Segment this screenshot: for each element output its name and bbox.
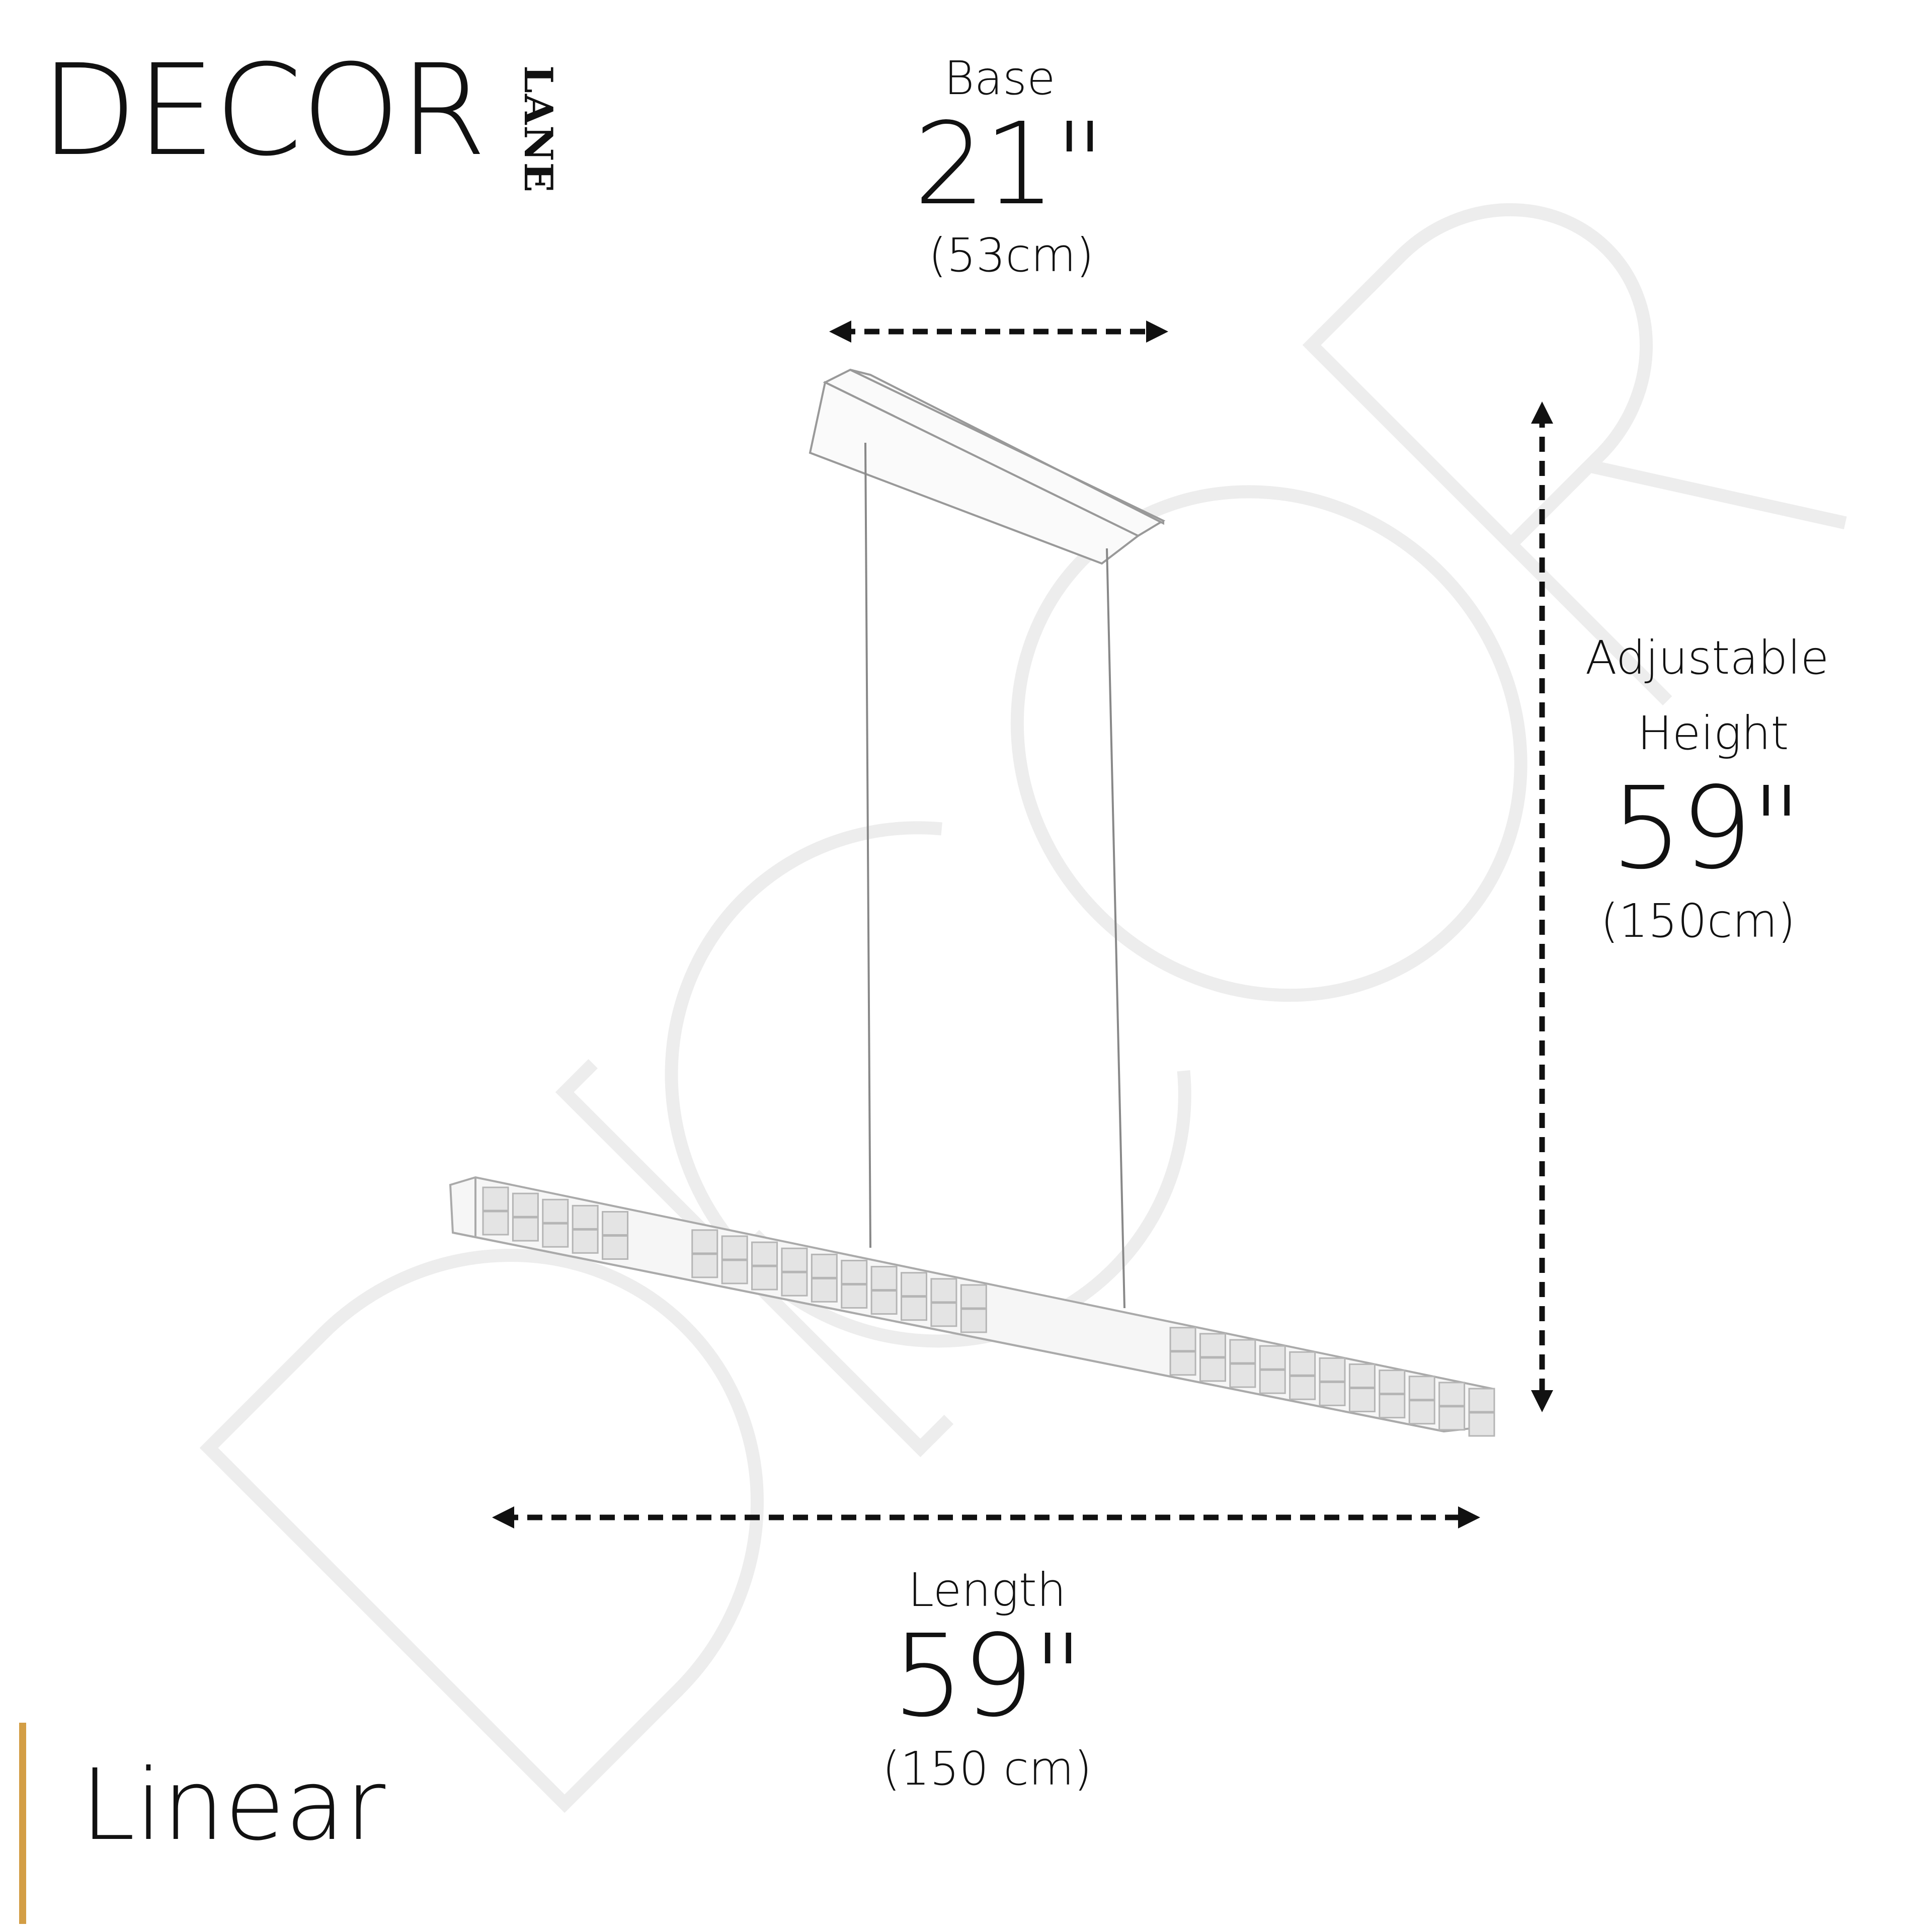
- crystal-tile: [602, 1235, 629, 1260]
- category-title: Linear: [80, 1748, 386, 1862]
- crystal-tile: [781, 1271, 808, 1297]
- crystal-tile: [1289, 1375, 1316, 1400]
- crystal-tile: [542, 1198, 569, 1224]
- crystal-tile: [691, 1229, 718, 1254]
- crystal-tile: [512, 1192, 539, 1218]
- crystal-tile: [751, 1241, 778, 1266]
- crystal-tile: [811, 1253, 838, 1278]
- crystal-tile: [960, 1308, 987, 1333]
- watermark-letter-o: [1010, 485, 1527, 1002]
- watermark-letter-r: [1302, 203, 1847, 706]
- crystal-tile: [1348, 1363, 1376, 1389]
- crystal-tile: [960, 1284, 987, 1309]
- crystal-tile: [1229, 1339, 1256, 1364]
- crystal-tile: [751, 1265, 778, 1291]
- height-metric: (150cm): [1600, 894, 1796, 948]
- crystal-tile: [482, 1186, 509, 1212]
- crystal-tile: [721, 1235, 748, 1260]
- crystal-tile: [1468, 1412, 1495, 1437]
- crystal-tile: [870, 1290, 898, 1315]
- crystal-tile: [930, 1302, 957, 1327]
- crystal-tile: [1259, 1345, 1286, 1370]
- crystal-tile: [1229, 1363, 1256, 1388]
- crystal-tile: [901, 1272, 928, 1297]
- crystal-tile: [1169, 1351, 1196, 1376]
- crystal-tile: [542, 1223, 569, 1248]
- crystal-tile: [781, 1247, 808, 1272]
- base-label: Base: [944, 51, 1056, 105]
- height-imperial: 59": [1611, 763, 1803, 895]
- crystal-tile: [602, 1211, 629, 1236]
- watermark-letter-d: [199, 1249, 764, 1813]
- crystal-tiles: [482, 1186, 1495, 1437]
- crystal-tile: [1408, 1376, 1435, 1401]
- crystal-tile: [1259, 1369, 1286, 1394]
- crystal-tile: [841, 1283, 868, 1309]
- category-accent-bar: [19, 1723, 26, 1924]
- height-label-line1: Adjustable: [1585, 631, 1829, 685]
- crystal-tile: [512, 1217, 539, 1242]
- crystal-tile: [811, 1277, 838, 1303]
- length-metric: (150 cm): [882, 1742, 1092, 1796]
- crystal-tile: [691, 1253, 718, 1278]
- crystal-tile: [572, 1229, 599, 1254]
- crystal-tile: [1319, 1381, 1346, 1406]
- crystal-tile: [1379, 1370, 1406, 1395]
- crystal-tile: [930, 1278, 957, 1303]
- crystal-tile: [1199, 1333, 1226, 1358]
- base-imperial: 21": [914, 99, 1106, 230]
- brand-logo: DECOR: [40, 37, 487, 184]
- suspension-wire-left: [864, 442, 871, 1248]
- crystal-tile: [1319, 1357, 1346, 1382]
- base-metric: (53cm): [928, 228, 1094, 282]
- length-label: Length: [908, 1563, 1067, 1617]
- height-label-line2: Height: [1637, 706, 1789, 760]
- crystal-tile: [1468, 1388, 1495, 1413]
- crystal-tile: [1199, 1357, 1226, 1382]
- crystal-tile: [1289, 1351, 1316, 1376]
- crystal-tile: [572, 1204, 599, 1230]
- crystal-tile: [1379, 1394, 1406, 1419]
- crystal-tile: [841, 1259, 868, 1284]
- length-imperial: 59": [892, 1611, 1084, 1742]
- crystal-tile: [1438, 1406, 1466, 1431]
- crystal-tile: [1348, 1388, 1376, 1413]
- crystal-tile: [721, 1259, 748, 1284]
- suspension-wire-right: [1106, 548, 1125, 1309]
- crystal-tile: [1408, 1400, 1435, 1425]
- crystal-tile: [901, 1296, 928, 1321]
- crystal-tile: [870, 1266, 898, 1291]
- crystal-tile: [1169, 1327, 1196, 1352]
- ceiling-canopy: [809, 368, 1166, 565]
- crystal-tile: [1438, 1382, 1466, 1407]
- crystal-tile: [482, 1211, 509, 1236]
